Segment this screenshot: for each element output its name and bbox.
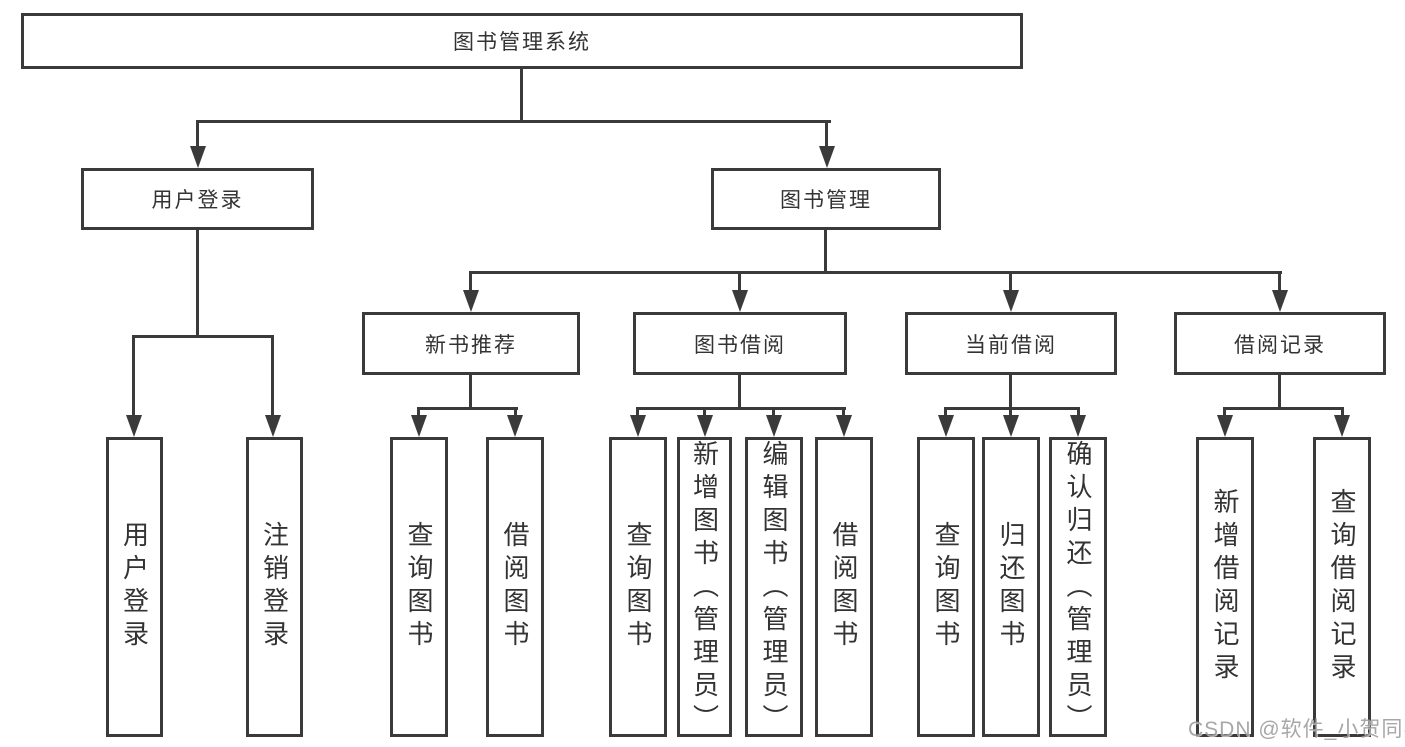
connector-vline [738, 271, 741, 293]
node-label: 新增借阅记录 [1210, 488, 1240, 686]
node-label: 查询借阅记录 [1327, 488, 1357, 686]
connector-vline [1278, 271, 1281, 293]
connector-vline [271, 335, 274, 416]
connector-hline [1223, 407, 1344, 410]
connector-arrowhead [1334, 415, 1350, 437]
connector-vline [825, 120, 828, 148]
connector-hline [636, 407, 846, 410]
connector-arrowhead [411, 415, 427, 437]
connector-arrowhead [836, 415, 852, 437]
connector-arrowhead [463, 290, 479, 312]
connector-vline [738, 375, 741, 407]
connector-vline [842, 407, 845, 417]
connector-arrowhead [819, 146, 835, 168]
connector-arrowhead [697, 415, 713, 437]
node-label: 图书借阅 [694, 333, 786, 357]
node-leaf-add-borrow-record: 新增借阅记录 [1196, 437, 1254, 737]
connector-arrowhead [630, 415, 646, 437]
connector-vline [1077, 407, 1080, 417]
node-label: 查询图书 [404, 521, 434, 653]
node-borrowing-records: 借阅记录 [1174, 312, 1386, 375]
node-leaf-query-books-current: 查询图书 [917, 437, 975, 737]
node-leaf-confirm-return-admin: 确认归还（管理员） [1049, 437, 1107, 737]
node-leaf-query-borrow-record: 查询借阅记录 [1313, 437, 1371, 737]
node-label: 用户登录 [119, 521, 150, 653]
node-label: 编辑图书（管理员） [759, 440, 789, 737]
node-user-login: 用户登录 [81, 168, 314, 230]
connector-arrowhead [732, 290, 748, 312]
connector-vline [196, 230, 199, 335]
connector-vline [469, 271, 472, 293]
connector-vline [772, 407, 775, 417]
node-leaf-query-books-recommend: 查询图书 [390, 437, 448, 737]
node-label: 借阅记录 [1234, 333, 1326, 357]
node-label: 新增图书（管理员） [689, 440, 720, 737]
connector-arrowhead [190, 146, 206, 168]
connector-arrowhead [1070, 415, 1086, 437]
connector-vline [1223, 407, 1226, 417]
connector-arrowhead [938, 415, 954, 437]
node-book-management-system: 图书管理系统 [21, 13, 1023, 69]
connector-hline [196, 120, 831, 123]
node-leaf-borrow-books-recommend: 借阅图书 [486, 437, 544, 737]
node-book-borrowing: 图书借阅 [633, 312, 847, 375]
node-label: 新书推荐 [425, 333, 517, 357]
node-label: 借阅图书 [500, 521, 530, 653]
connector-vline [636, 407, 639, 417]
connector-hline [944, 407, 1080, 410]
connector-vline [196, 120, 199, 148]
connector-vline [514, 407, 517, 417]
node-label: 当前借阅 [965, 333, 1057, 357]
connector-arrowhead [1217, 415, 1233, 437]
connector-vline [1278, 375, 1281, 407]
watermark: CSDN @软件_小贺同学 [1188, 718, 1405, 741]
connector-vline [1341, 407, 1344, 417]
node-leaf-logout: 注销登录 [246, 437, 303, 737]
node-label: 归还图书 [996, 521, 1026, 653]
connector-vline [1009, 375, 1012, 407]
connector-vline [703, 407, 706, 417]
connector-hline [469, 271, 1282, 274]
node-new-book-recommend: 新书推荐 [362, 312, 580, 375]
connector-hline [417, 407, 518, 410]
connector-vline [944, 407, 947, 417]
node-label: 图书管理 [780, 189, 872, 212]
connector-vline [1009, 407, 1012, 417]
node-label: 查询图书 [931, 521, 961, 653]
node-label: 用户登录 [151, 189, 244, 212]
connector-arrowhead [1003, 290, 1019, 312]
connector-hline [132, 335, 274, 338]
connector-arrowhead [1272, 290, 1288, 312]
node-label: 注销登录 [259, 521, 290, 653]
connector-vline [469, 375, 472, 407]
node-leaf-return-books: 归还图书 [982, 437, 1040, 737]
node-book-management: 图书管理 [711, 168, 941, 230]
node-leaf-query-books-borrow: 查询图书 [609, 437, 667, 737]
connector-vline [520, 69, 523, 120]
connector-arrowhead [1003, 415, 1019, 437]
connector-arrowhead [507, 415, 523, 437]
node-label: 借阅图书 [829, 521, 859, 653]
node-leaf-add-books-admin: 新增图书（管理员） [677, 437, 732, 737]
connector-arrowhead [126, 415, 142, 437]
connector-arrowhead [766, 415, 782, 437]
node-leaf-borrow-books: 借阅图书 [815, 437, 873, 737]
connector-vline [132, 335, 135, 416]
node-leaf-user-login: 用户登录 [106, 437, 163, 737]
node-current-borrowing: 当前借阅 [905, 312, 1117, 375]
node-label: 图书管理系统 [453, 31, 591, 54]
node-label: 确认归还（管理员） [1063, 440, 1093, 737]
connector-arrowhead [265, 415, 281, 437]
connector-vline [417, 407, 420, 417]
node-label: 查询图书 [623, 521, 653, 653]
connector-vline [1009, 271, 1012, 293]
node-leaf-edit-books-admin: 编辑图书（管理员） [745, 437, 803, 737]
connector-vline [824, 230, 827, 271]
